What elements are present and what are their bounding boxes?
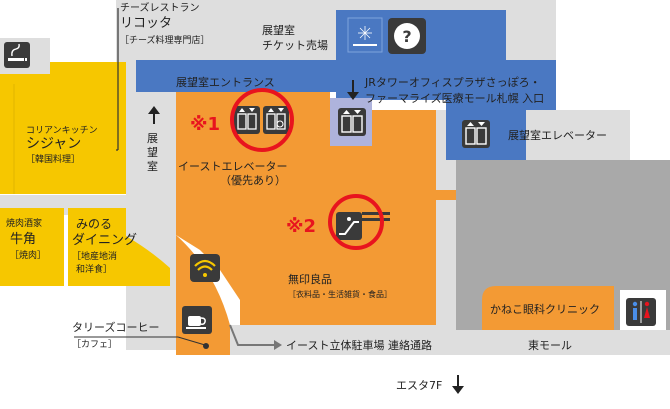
- east-elevator-icon: [234, 106, 260, 134]
- east-elevator-line1: イーストエレベーター: [178, 160, 287, 173]
- escalator-track-1: [362, 212, 390, 215]
- tullys-line2: ［カフェ］: [72, 339, 117, 350]
- parking-arrow: [229, 324, 282, 350]
- east-corridor: [436, 190, 456, 330]
- korean-line1: コリアンキッチン: [26, 125, 98, 136]
- korean-line2: シジャン: [26, 136, 81, 152]
- observatory-elevator-icon: [462, 120, 490, 148]
- observatory-arrow-label-1: 展: [147, 132, 158, 145]
- kaneko-label: かねこ眼科クリニック: [490, 302, 600, 316]
- tullys-line1: タリーズコーヒー: [72, 320, 159, 334]
- east-elevator-line2: （優先あり）: [220, 174, 286, 187]
- parking-label: イースト立体駐車場 連絡通路: [286, 338, 432, 352]
- minoru-area: [68, 208, 170, 286]
- tullys-pointer-dot: [203, 343, 209, 349]
- observatory-arrow: [148, 106, 160, 124]
- kaneko-clinic-area: [482, 286, 614, 330]
- restroom-icon: [626, 298, 656, 326]
- observatory-entrance-area: [136, 60, 336, 92]
- escalator-icon: [336, 212, 362, 240]
- cheese-line2: リコッタ: [120, 16, 172, 31]
- mujirushi-line1: 無印良品: [288, 272, 332, 286]
- tullys-pointer-line-2: [177, 336, 206, 346]
- yakiniku-line3: ［焼肉］: [10, 249, 46, 261]
- wifi-icon: [190, 254, 220, 282]
- marker-circle-2: [328, 194, 384, 250]
- smoking-area-icon: [4, 42, 30, 68]
- escalator-track-2: [362, 218, 390, 221]
- cheese-line3: ［チーズ料理専門店］: [120, 34, 210, 46]
- minoru-line1: みのる: [76, 217, 112, 231]
- observatory-arrow-label-2: 望: [147, 146, 158, 159]
- mujirushi-area: [176, 92, 456, 325]
- ticket-line2: チケット売場: [262, 39, 328, 52]
- mujirushi-line2: ［衣料品・生活雑貨・食品］: [288, 289, 392, 299]
- cheese-line1: チーズレストラン: [120, 1, 200, 14]
- jr-down-arrow: [347, 80, 359, 100]
- minoru-line4: 和洋食］: [76, 263, 112, 275]
- esta-label: エスタ7F: [396, 379, 442, 392]
- jr-line1: JRタワーオフィスプラザさっぽろ・: [364, 76, 541, 89]
- ticket-line1: 展望室: [262, 23, 295, 37]
- korean-line3: ［韓国料理］: [26, 153, 80, 165]
- yakiniku-line2: 牛角: [10, 232, 36, 247]
- minoru-line3: ［地産地消: [72, 250, 117, 262]
- observatory-elevator-label: 展望室エレベーター: [508, 128, 607, 142]
- minoru-line2: ダイニング: [72, 233, 137, 248]
- jr-line2: ファーマライズ医療モール札幌 入口: [365, 91, 544, 105]
- observatory-logo-icon: [347, 17, 383, 53]
- yakiniku-line1: 焼肉酒家: [6, 217, 42, 229]
- svg-text:?: ?: [402, 27, 411, 46]
- accessible-elevator-icon: [263, 106, 289, 134]
- korean-restaurant-area: [0, 62, 126, 194]
- information-icon: ?: [388, 18, 426, 54]
- entrance-label: 展望室エントランス: [176, 75, 275, 89]
- yakiniku-area: [0, 208, 64, 286]
- marker-2-label: ※2: [286, 216, 316, 237]
- marker-1-label: ※1: [190, 114, 220, 135]
- marker-circle-1: [230, 88, 294, 152]
- elevator-icon: [338, 108, 366, 136]
- observatory-arrow-label-3: 室: [147, 159, 158, 173]
- coffee-cup-icon: [182, 306, 212, 334]
- east-mall-label: 東モール: [528, 339, 572, 352]
- esta-down-arrow: [452, 375, 464, 394]
